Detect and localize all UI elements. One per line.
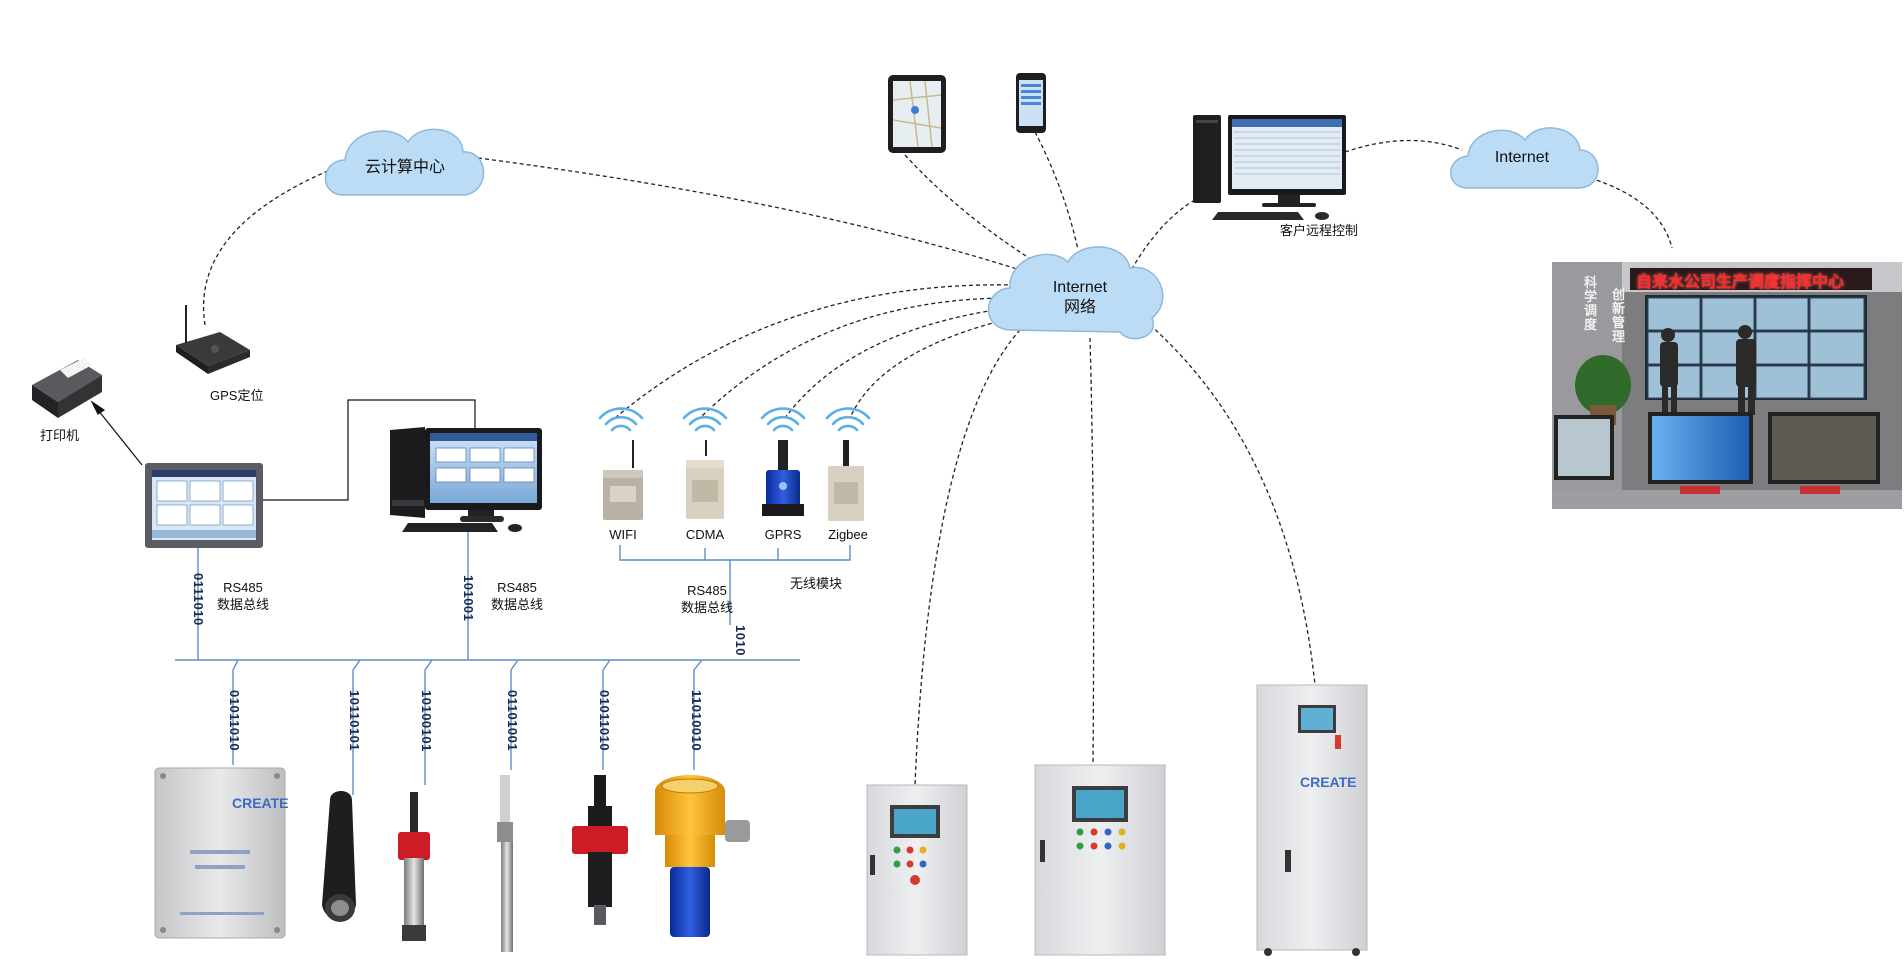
wifi-label: WIFI <box>609 527 637 542</box>
zigbee-label: Zigbee <box>828 527 868 542</box>
wired-links <box>90 399 476 501</box>
internet-cloud-label: Internet <box>1494 149 1550 166</box>
cdma-module <box>686 440 724 519</box>
probe-sensor-1 <box>322 791 356 922</box>
control-room-photo <box>1552 262 1902 509</box>
data-bus-label-b: 数据总线 <box>490 597 543 612</box>
rs485-label-a: RS485 <box>223 580 263 595</box>
link-hmi-printer <box>97 409 143 466</box>
internet-cloud <box>1450 127 1599 189</box>
link-cloud-computing-internet <box>477 157 1021 271</box>
control-cabinet-3 <box>1256 684 1368 956</box>
binary-code-probe4: 01011010 <box>597 690 612 752</box>
link-pc-internet <box>1129 199 1196 273</box>
printer-label: 打印机 <box>40 428 80 443</box>
local-pc <box>390 427 542 532</box>
concentration-analyzer-box <box>154 767 286 939</box>
data-bus-label-a: 数据总线 <box>216 597 269 612</box>
wireless-signal-icons <box>598 407 871 432</box>
link-internet-wifi <box>614 284 1016 419</box>
link-gps-cloud-computing <box>203 169 331 326</box>
wifi-signal-icon <box>598 407 644 432</box>
cabinet-brand-logo: CREATE <box>1300 774 1357 790</box>
arrow-printer <box>90 400 106 415</box>
drop-probe3 <box>510 659 519 770</box>
wireless-module-bracket <box>619 545 851 561</box>
drop-analyzer <box>232 659 239 765</box>
binary-code-probe2: 10100101 <box>419 690 434 752</box>
bus-lines <box>175 525 851 795</box>
gprs-signal-icon <box>760 407 806 432</box>
tablet-device <box>888 75 946 153</box>
control-cabinet-2 <box>1034 764 1166 956</box>
ultrasonic-level-meter <box>655 775 750 937</box>
data-bus-label-c: 数据总线 <box>680 600 733 615</box>
internet-network-label-line1: Internet <box>1052 279 1108 296</box>
gprs-label: GPRS <box>764 527 802 542</box>
customer-remote-pc <box>1193 115 1346 220</box>
control-cabinet-1 <box>866 784 968 956</box>
cloud-computing-label: 云计算中心 <box>364 159 445 176</box>
link-internet-gprs <box>784 307 1009 419</box>
rs485-label-b: RS485 <box>497 580 537 595</box>
control-room-banner: 自来水公司生产调度指挥中心 <box>1636 274 1845 291</box>
gps-label: GPS定位 <box>210 388 264 403</box>
binary-code-probe1: 10110101 <box>347 690 362 752</box>
binary-code-level-meter: 11010010 <box>689 690 704 752</box>
internet-network-cloud <box>987 246 1164 340</box>
drop-probe4 <box>602 659 611 770</box>
wireless-module-label: 无线模块 <box>790 576 843 591</box>
binary-code-hmi-bus: 0111010 <box>191 573 206 626</box>
probe-sensor-3 <box>497 775 513 952</box>
rs485-label-c: RS485 <box>687 583 727 598</box>
binary-code-analyzer: 01011010 <box>227 690 242 752</box>
control-room-side-left: 科学调度 <box>1584 275 1598 332</box>
cdma-label: CDMA <box>685 527 725 542</box>
link-pc-internet-cloud <box>1344 139 1463 153</box>
link-internet-cabinet2 <box>1089 337 1095 766</box>
phone-device <box>1016 73 1046 133</box>
gps-device <box>176 305 250 374</box>
control-room-side-right: 创新管理 <box>1612 287 1626 344</box>
cdma-signal-icon <box>682 407 728 432</box>
link-hmi-pc <box>262 399 476 501</box>
customer-remote-label: 客户远程控制 <box>1280 223 1359 238</box>
link-internet-cloud-control-room <box>1589 177 1673 249</box>
operators <box>1660 325 1756 415</box>
drop-probe1 <box>352 659 361 795</box>
cloud-computing-cloud <box>324 128 485 196</box>
wifi-module <box>603 440 643 520</box>
gprs-module <box>762 440 804 516</box>
drop-probe2 <box>424 659 433 785</box>
desk-monitors <box>1552 412 1902 509</box>
binary-code-wireless-bus: 1010 <box>733 625 748 656</box>
drop-level-meter <box>693 659 703 770</box>
link-internet-cabinet3 <box>1149 324 1316 686</box>
internet-network-label-line2: 网络 <box>1063 299 1096 316</box>
zigbee-module <box>828 440 864 521</box>
probe-sensor-2 <box>398 792 430 941</box>
probe-sensor-4 <box>572 775 628 925</box>
zigbee-signal-icon <box>825 407 871 432</box>
link-phone-internet <box>1034 131 1079 251</box>
link-internet-cabinet1 <box>914 329 1021 786</box>
analyzer-brand-logo: CREATE <box>232 795 289 811</box>
binary-code-pc-bus: 101001 <box>461 575 476 622</box>
hmi-touch-panel <box>145 463 263 548</box>
binary-code-probe3: 01101001 <box>505 690 520 752</box>
link-internet-zigbee <box>849 317 1013 419</box>
wireless-links <box>203 131 1673 786</box>
printer-device <box>32 358 102 418</box>
link-tablet-internet <box>904 154 1041 266</box>
